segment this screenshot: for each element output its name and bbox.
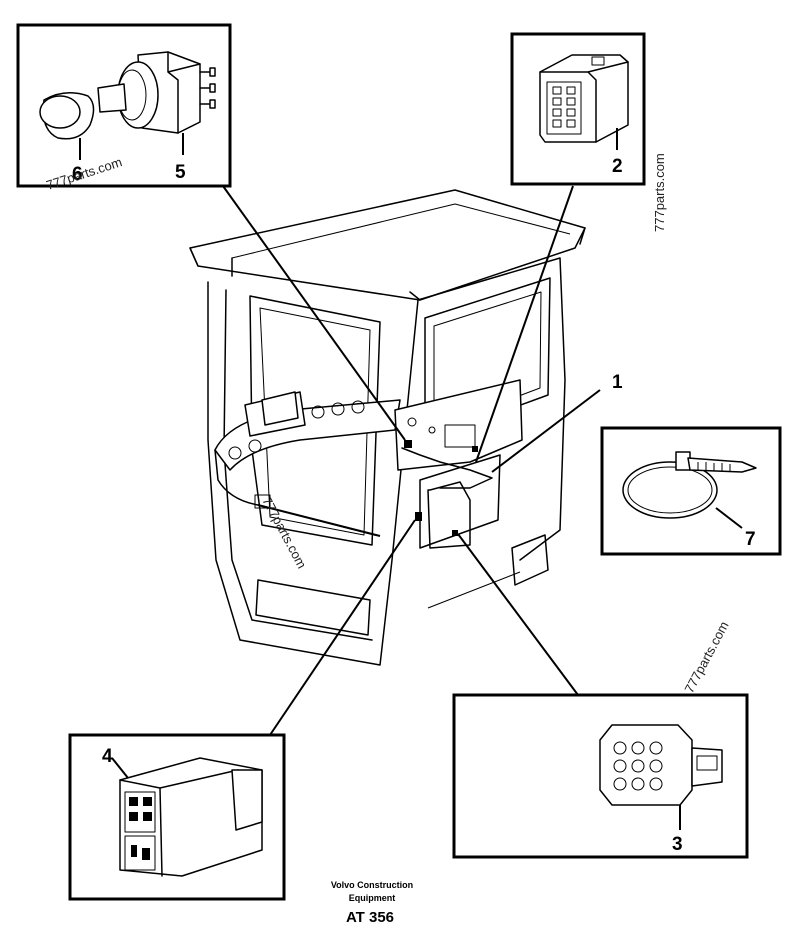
callout-5: 5 <box>175 162 186 183</box>
callout-4: 4 <box>102 746 113 767</box>
cab-illustration <box>189 189 586 666</box>
callout-7: 7 <box>745 529 756 550</box>
caption-company: Volvo Construction <box>331 880 413 890</box>
connector-icon <box>119 757 263 877</box>
watermark: 777parts.com <box>652 153 667 232</box>
caption-division: Equipment <box>349 893 396 903</box>
detail-box-connector-8pin: 2 <box>510 32 646 186</box>
detail-box-connector-9pin: 3 <box>452 693 749 859</box>
detail-box-switch: 6 5 <box>16 23 232 188</box>
connector-icon <box>599 724 723 806</box>
detail-box-connector-relay: 4 <box>68 733 286 901</box>
detail-box-cable-tie: 7 <box>600 426 782 556</box>
connector-icon <box>539 54 629 143</box>
caption-code: AT 356 <box>346 909 394 926</box>
leader-lines <box>222 185 601 736</box>
callout-3: 3 <box>672 834 683 855</box>
switch-icon <box>39 51 216 140</box>
callout-6: 6 <box>72 164 83 185</box>
cable-tie-icon <box>622 451 757 519</box>
callout-1: 1 <box>612 372 623 393</box>
watermark: 777parts.com <box>681 619 731 696</box>
callout-2: 2 <box>612 156 623 177</box>
